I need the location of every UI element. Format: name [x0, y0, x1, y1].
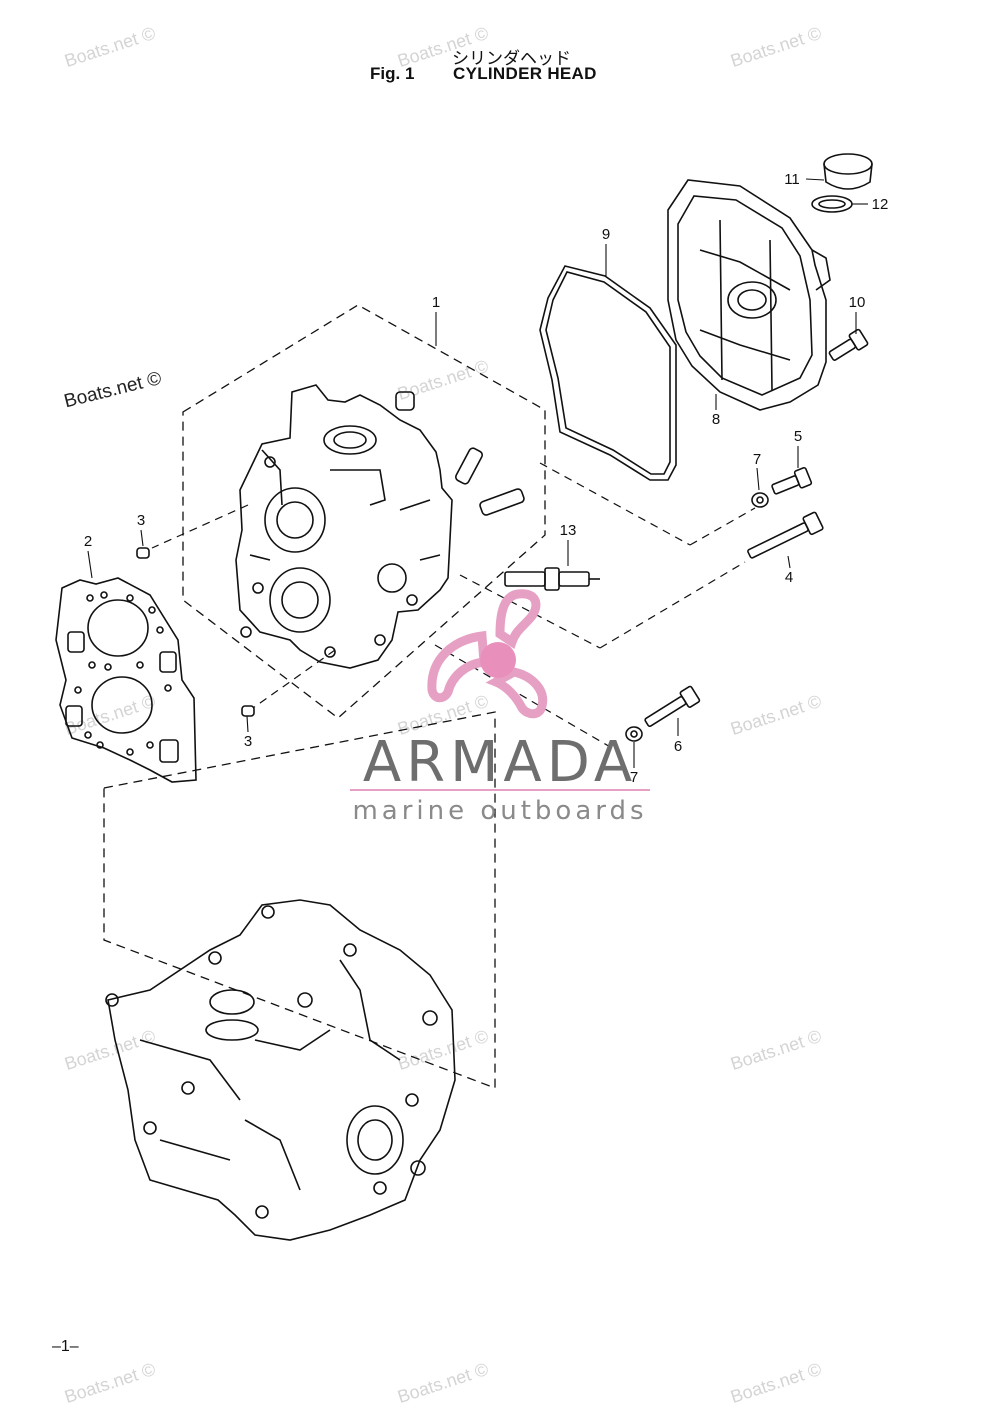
head-bolt-medium	[644, 685, 701, 728]
callout-part-4: 4	[784, 569, 794, 586]
washer	[625, 726, 643, 742]
callout-part-8: 8	[711, 411, 721, 428]
callout-part-9: 9	[601, 226, 611, 243]
leader-lines	[151, 462, 756, 749]
cylinder-head	[235, 384, 453, 669]
valve-guide	[454, 447, 484, 485]
cover-gasket	[539, 265, 677, 481]
callout-part-12: 12	[871, 196, 889, 213]
callout-part-1: 1	[431, 294, 441, 311]
japanese-title: シリンダヘッド	[452, 49, 571, 69]
washer-hole	[630, 730, 638, 738]
spark-plug	[504, 567, 600, 591]
washer-hole	[756, 496, 764, 504]
callout-part-3: 3	[243, 733, 253, 750]
figure-label: Fig. 1	[370, 64, 415, 83]
brand-tagline: marine outboards	[352, 796, 648, 826]
oil-filler-cap	[823, 153, 873, 190]
head-gasket	[55, 577, 197, 783]
callout-part-13: 13	[559, 522, 577, 539]
page-title: CYLINDER HEAD	[453, 64, 597, 83]
head-bolt-long	[747, 511, 824, 559]
washer	[751, 492, 769, 508]
o-ring-inner	[818, 199, 846, 209]
cover-bolt	[828, 328, 869, 361]
brand-name: ARMADA	[362, 730, 638, 795]
o-ring	[811, 195, 853, 213]
callout-part-7: 7	[629, 769, 639, 786]
callout-part-6: 6	[673, 738, 683, 755]
callout-part-7: 7	[752, 451, 762, 468]
dowel-pin	[241, 705, 255, 717]
cylinder-block	[105, 899, 456, 1241]
bolt-short	[771, 466, 813, 495]
dowel-pin	[136, 547, 150, 559]
callout-part-11: 11	[784, 171, 800, 188]
callout-part-2: 2	[83, 533, 93, 550]
callout-part-5: 5	[793, 428, 803, 445]
valve-guide	[395, 391, 415, 411]
cylinder-head-cover	[667, 179, 831, 411]
callout-part-3: 3	[136, 512, 146, 529]
page-number: –1–	[52, 1338, 79, 1355]
brand-logo	[427, 589, 548, 719]
cover-gasket-inner	[545, 271, 671, 475]
assembly-outline-1	[182, 304, 546, 719]
callout-part-10: 10	[848, 294, 866, 311]
valve-guide	[479, 488, 525, 516]
callout-leaders	[87, 178, 868, 768]
